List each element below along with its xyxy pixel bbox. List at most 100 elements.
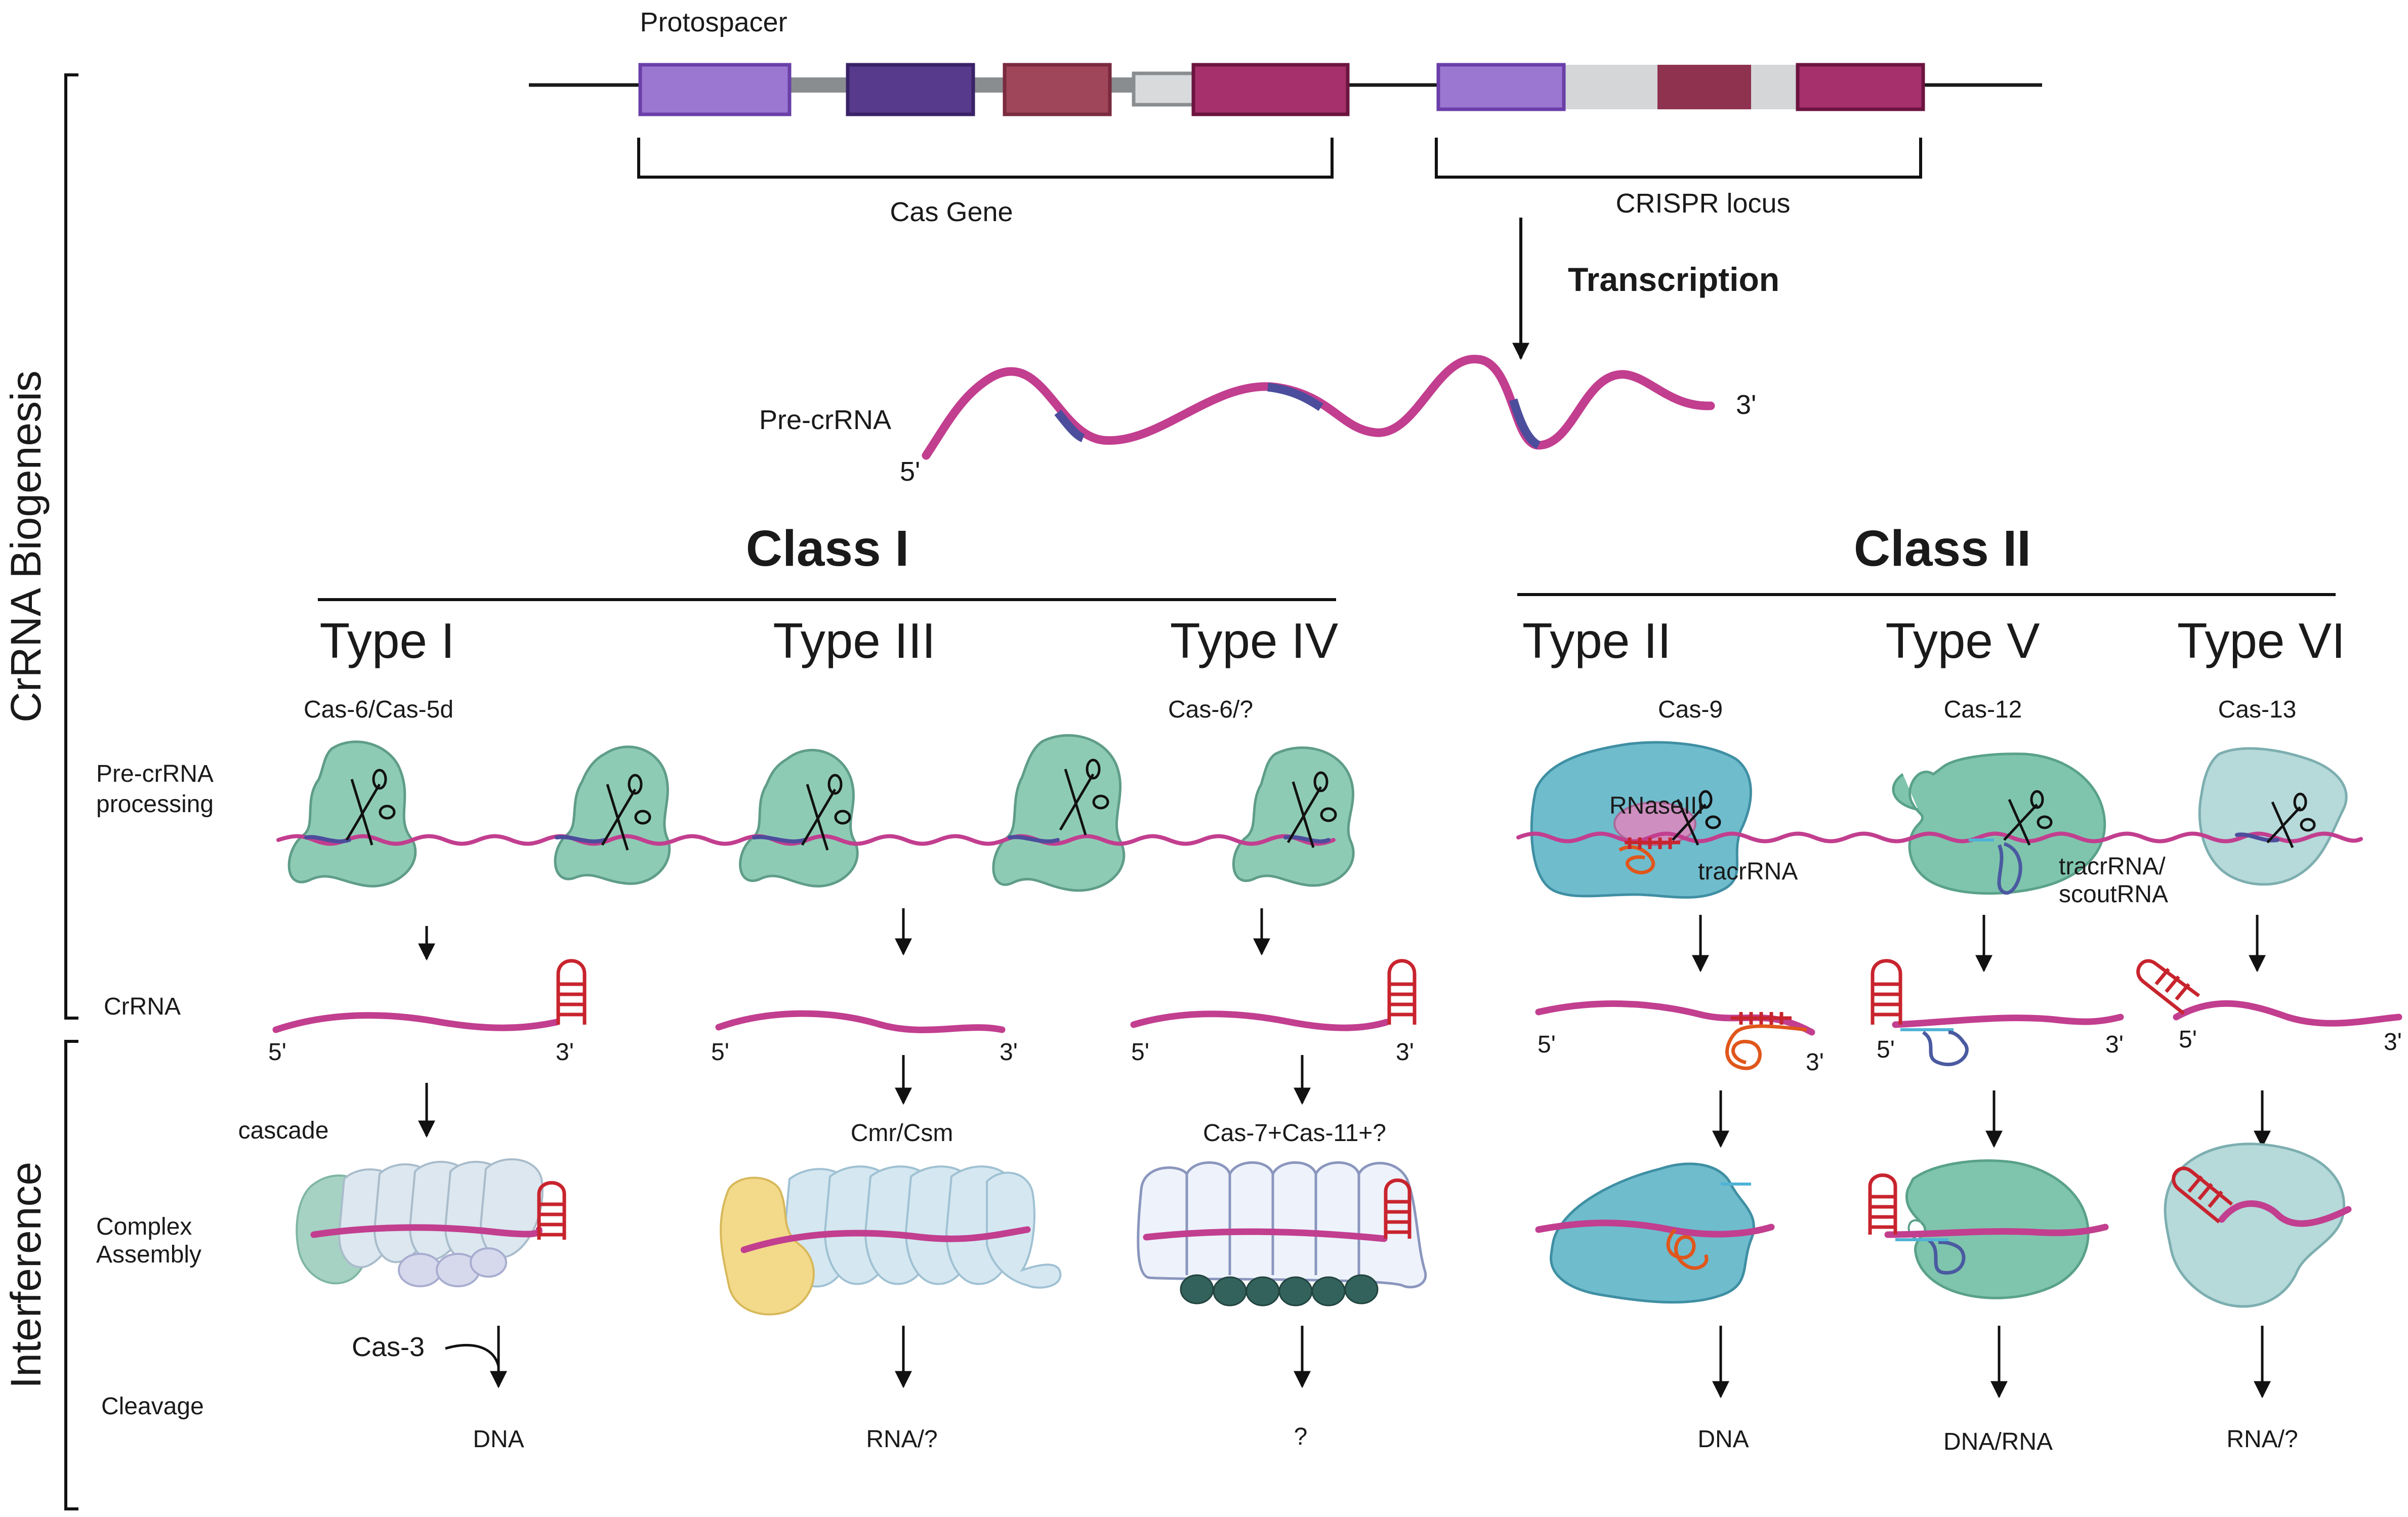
- crrna-type4-5prime: 5': [1131, 1039, 1149, 1066]
- crispr-locus-bracket: [1435, 138, 1922, 179]
- crrna-type6-5prime: 5': [2179, 1026, 2197, 1053]
- type5-cas12-complex: [1868, 1159, 2109, 1299]
- type2-cas9-complex: [1535, 1162, 1775, 1304]
- cas13-protein-processing: [2198, 747, 2348, 886]
- tracrrna-label: tracrRNA: [1698, 858, 1798, 885]
- type-4-target: ?: [1294, 1423, 1308, 1450]
- cas6-protein-2: [554, 745, 671, 885]
- type-5-enzyme: Cas-12: [1944, 696, 2022, 723]
- cas-gene-label: Cas Gene: [890, 197, 1013, 227]
- protospacer-label: Protospacer: [640, 7, 787, 37]
- side-label-biogenesis: CrRNA Biogenesis: [2, 370, 50, 723]
- type-4-complex-label: Cas-7+Cas-11+?: [1203, 1120, 1386, 1147]
- crrna-hairpin-type4: [1387, 959, 1417, 1025]
- type-5-title: Type V: [1885, 613, 2040, 668]
- crrna-row: 5' 3' 5' 3' 5' 3' 5' 3' 5' 3' 5' 3': [268, 959, 2402, 1076]
- crispr-repeat-3: [1796, 63, 1925, 111]
- transcription-label: Transcription: [1568, 261, 1779, 298]
- type-1-complex-label: cascade: [238, 1117, 329, 1144]
- pre-crrna-transcript: [922, 355, 1715, 460]
- crispr-locus-array: [1436, 63, 1925, 111]
- crrna-type4-3prime: 3': [1396, 1039, 1414, 1066]
- row-label-processing-1: Pre-crRNA: [96, 761, 214, 787]
- rnase3-label: RNaseIII: [1609, 792, 1704, 819]
- processing-class2-wave: [1516, 831, 2363, 844]
- crrna-type2-5prime: 5': [1538, 1031, 1556, 1058]
- type1-cascade-complex: [296, 1158, 566, 1287]
- crrna-type3-3prime: 3': [1000, 1039, 1018, 1066]
- type-4-enzyme: Cas-6/?: [1168, 696, 1253, 723]
- type6-cas13-complex: [2164, 1143, 2352, 1308]
- crrna-type5-5prime: 5': [1877, 1036, 1895, 1063]
- protospacer-gene: [638, 63, 792, 116]
- crispr-repeat-1: [1436, 63, 1566, 111]
- class-1-title: Class I: [746, 520, 909, 577]
- crrna-type2-3prime: 3': [1806, 1049, 1824, 1076]
- scissors-icon: [1672, 790, 1721, 846]
- row-label-complex-1: Complex: [96, 1213, 192, 1240]
- cas6-protein-3: [739, 748, 859, 888]
- class1-cas6-proteins: [287, 734, 1355, 892]
- crrna-type6-3prime: 3': [2384, 1029, 2402, 1056]
- side-label-interference: Interference: [2, 1162, 50, 1388]
- processing-pre-crrna-wave: [276, 834, 1336, 846]
- row-label-processing-2: processing: [96, 791, 214, 818]
- type-3-title: Type III: [773, 613, 935, 668]
- scissors-icons: [345, 758, 2316, 851]
- crrna-hairpin-type6: [2136, 959, 2201, 1015]
- arrows-processing-to-crrna: [418, 908, 2266, 973]
- pre-crrna-wave: [922, 355, 1715, 460]
- scissors-icon: [801, 774, 851, 851]
- pre-crrna-label: Pre-crRNA: [759, 405, 891, 435]
- scissors-icon: [345, 769, 396, 846]
- type-6-title: Type VI: [2177, 613, 2345, 668]
- type-6-target: RNA/?: [2226, 1426, 2298, 1453]
- crrna-tracr-duplex-type2: [1731, 1012, 1792, 1025]
- crrna-type3-5prime: 5': [711, 1039, 729, 1066]
- arrows-complex-to-cleavage: [445, 1326, 2271, 1399]
- pre-crrna-3prime: 3': [1736, 390, 1756, 420]
- type-6-enzyme: Cas-13: [2218, 696, 2297, 723]
- type-1-enzyme: Cas-6/Cas-5d: [304, 696, 453, 723]
- type4-complex: [1137, 1161, 1427, 1307]
- scissors-icon: [1286, 771, 1337, 848]
- cas-gene-locus: [529, 63, 2042, 116]
- processing-repeats: [304, 832, 2279, 844]
- side-brackets: [64, 73, 78, 1510]
- scissors-icon: [2266, 792, 2316, 849]
- crispr-spacer-2: [1657, 65, 1751, 109]
- cas-gene-2: [846, 63, 975, 116]
- type3-cmr-csm-complex: [720, 1165, 1062, 1316]
- arrows-crrna-to-complex: [418, 1055, 2271, 1148]
- crrna-hairpin-type5: [1871, 959, 1902, 1025]
- cas-gene-3: [1003, 63, 1112, 116]
- type-2-enzyme: Cas-9: [1658, 696, 1723, 723]
- tracrrna-hybrid-cas9: [1625, 837, 1680, 849]
- scoutrna-type5-crrna: [1922, 1030, 1969, 1067]
- tracr-scout-label-1: tracrRNA/: [2059, 853, 2166, 880]
- type-1-title: Type I: [320, 613, 455, 668]
- cas-gene-4: [1132, 71, 1195, 107]
- tracrrna-type2-crrna: [1725, 1024, 1807, 1070]
- type-1-target: DNA: [473, 1426, 524, 1453]
- tracr-scout-label-2: scoutRNA: [2059, 881, 2168, 908]
- scoutrna-processing-cas12: [1997, 842, 2022, 895]
- row-label-crrna: CrRNA: [104, 993, 181, 1020]
- crrna-type1-3prime: 3': [556, 1039, 574, 1066]
- cas-gene-bracket: [637, 138, 1334, 179]
- type-2-target: DNA: [1697, 1426, 1749, 1453]
- class-2-title: Class II: [1854, 520, 2031, 577]
- crrna-hairpin-type1: [556, 959, 587, 1025]
- scissors-icon: [601, 774, 651, 851]
- type-2-title: Type II: [1522, 613, 1671, 668]
- pre-crrna-5prime: 5': [900, 456, 920, 487]
- row-label-cleavage: Cleavage: [101, 1393, 204, 1420]
- cas12-protein-processing: [1892, 752, 2106, 895]
- cas6-protein-5: [1232, 746, 1355, 887]
- crispr-locus-label: CRISPR locus: [1615, 188, 1790, 219]
- cas-gene-5: [1191, 63, 1350, 116]
- type-3-target: RNA/?: [866, 1426, 937, 1453]
- crrna-type1-5prime: 5': [268, 1039, 286, 1066]
- cas6-protein-1: [287, 740, 417, 888]
